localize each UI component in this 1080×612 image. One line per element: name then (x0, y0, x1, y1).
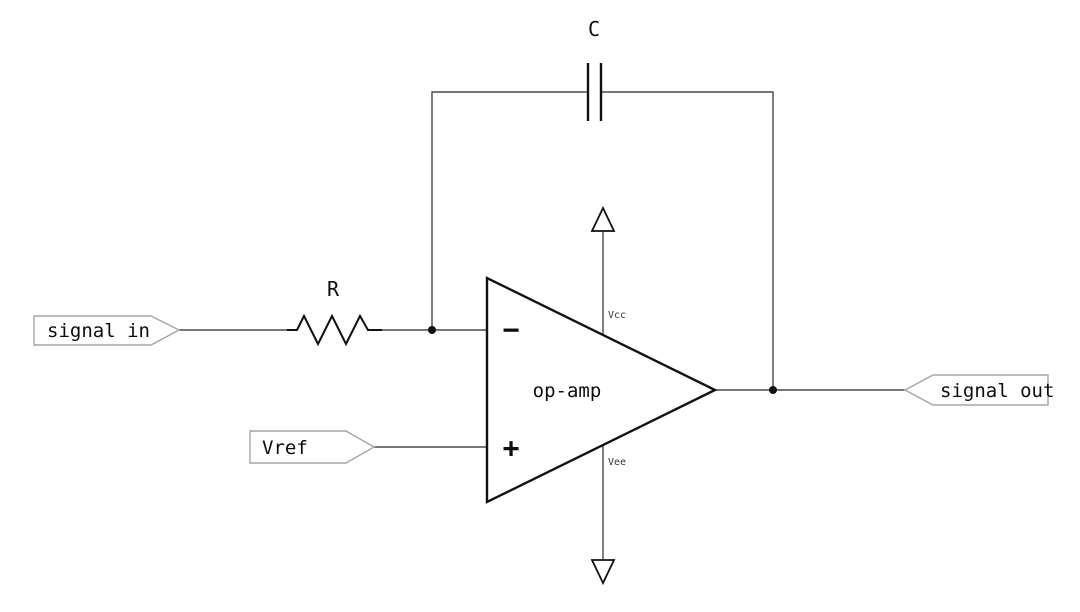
resistor: R (287, 277, 382, 347)
vee-pin-label: Vee (608, 457, 626, 468)
vcc-pin-label: Vcc (608, 310, 626, 321)
flag-vref: Vref (249, 430, 376, 464)
signal-in-label: signal in (47, 320, 150, 342)
opamp-triangle (485, 276, 718, 504)
opamp-noninverting-pin-sign: + (503, 431, 520, 464)
vref-label: Vref (262, 437, 308, 459)
capacitor: C (586, 17, 603, 121)
flag-signal-out: signal out (903, 374, 1054, 406)
junction-inverting-node (428, 326, 436, 334)
signal-out-flag-shape (903, 374, 1049, 406)
capacitor-label: C (588, 17, 600, 41)
wire-feedback-left (431, 91, 588, 330)
signal-in-flag-shape (33, 315, 181, 346)
wire-feedback-right (601, 91, 774, 390)
vcc-arrow-icon (590, 205, 616, 232)
flag-signal-in: signal in (33, 315, 181, 346)
junction-output-node (769, 386, 777, 394)
resistor-zigzag (287, 313, 382, 347)
resistor-label: R (327, 277, 340, 301)
vee-arrow-icon (590, 559, 616, 586)
opamp-inverting-pin-sign: − (503, 313, 520, 346)
opamp: − + op-amp Vcc Vee (485, 276, 718, 504)
signal-out-label: signal out (940, 380, 1054, 402)
vref-flag-shape (249, 430, 376, 464)
opamp-label: op-amp (533, 380, 602, 402)
